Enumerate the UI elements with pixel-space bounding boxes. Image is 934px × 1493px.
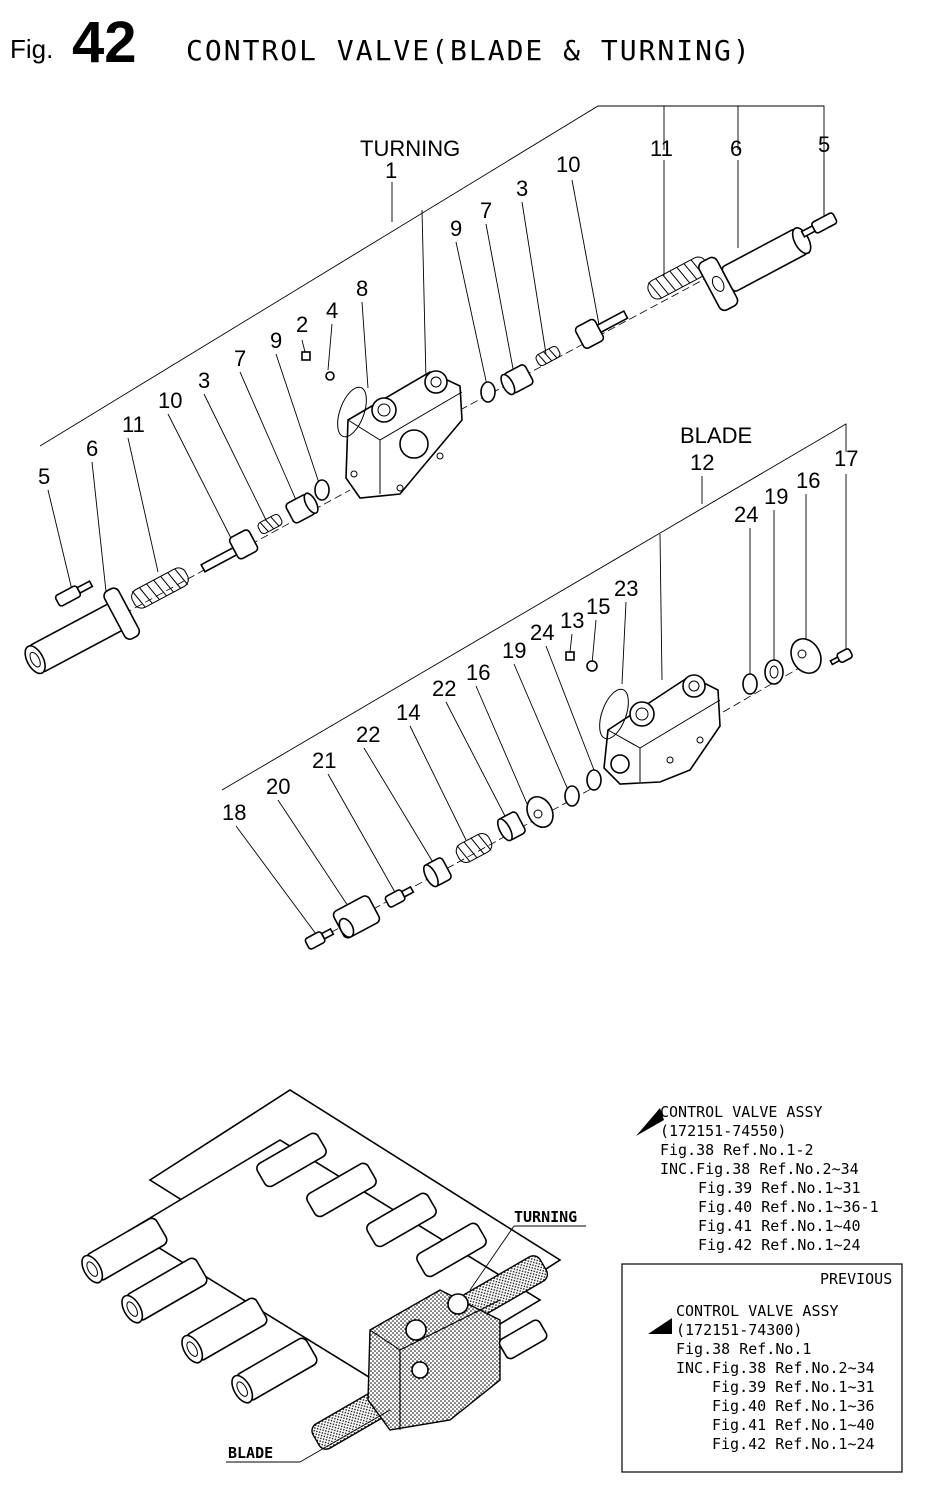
callout: 15 [586, 594, 610, 619]
assy-part-no: (172151-74550) [660, 1122, 786, 1140]
turning-valve-housing [301, 351, 463, 499]
callout: 4 [326, 298, 338, 323]
callout: 22 [356, 722, 380, 747]
overview-illustration: TURNING BLADE [81, 1089, 586, 1463]
callout: 9 [450, 216, 462, 241]
overview-turning-label: TURNING [514, 1208, 577, 1226]
callout: 7 [480, 198, 492, 223]
fig-prefix: Fig. [10, 34, 53, 64]
assy-title: CONTROL VALVE ASSY [660, 1103, 823, 1121]
callout: 23 [614, 576, 638, 601]
callout: 13 [560, 608, 584, 633]
assy-line: INC.Fig.38 Ref.No.2~34 [676, 1359, 875, 1377]
callout: 6 [86, 436, 98, 461]
triangle-marker-icon [648, 1318, 672, 1334]
callout: 24 [734, 502, 758, 527]
assy-note-current: CONTROL VALVE ASSY (172151-74550) Fig.38… [636, 1103, 879, 1254]
callout: 19 [502, 638, 526, 663]
valve-section-highlight [367, 1289, 501, 1431]
turning-main-ref: 1 [385, 158, 397, 183]
callout: 22 [432, 676, 456, 701]
callout: 5 [818, 132, 830, 157]
blade-label: BLADE [680, 423, 752, 448]
callout: 14 [396, 700, 420, 725]
blade-main-ref: 12 [690, 450, 714, 475]
spring-icon [647, 256, 709, 300]
blade-parts-right [742, 638, 853, 695]
turning-label: TURNING [360, 136, 460, 161]
turning-section: TURNING 1 5 6 11 10 3 7 9 2 4 8 9 7 3 10… [24, 105, 838, 675]
callout: 11 [122, 412, 145, 437]
callout: 10 [556, 152, 580, 177]
triangle-marker-icon [636, 1108, 664, 1136]
assy-line: Fig.41 Ref.No.1~40 [712, 1416, 875, 1434]
callout: 3 [516, 176, 528, 201]
assy-title: CONTROL VALVE ASSY [676, 1302, 839, 1320]
fig-number: 42 [72, 10, 137, 75]
blade-section: BLADE 12 18 20 21 22 14 22 16 19 24 13 1… [221, 423, 858, 950]
callout: 6 [730, 136, 742, 161]
assy-line: Fig.38 Ref.No.1 [676, 1340, 811, 1358]
spool-cylinders [81, 1132, 487, 1404]
callout: 18 [222, 800, 246, 825]
turning-parts-left [24, 479, 330, 675]
callout: 8 [356, 276, 368, 301]
assy-line: Fig.40 Ref.No.1~36-1 [698, 1198, 879, 1216]
blade-valve-housing [599, 674, 721, 785]
callout: 19 [764, 484, 788, 509]
callout: 5 [38, 464, 50, 489]
callout: 10 [158, 388, 182, 413]
assy-line: Fig.39 Ref.No.1~31 [712, 1378, 875, 1396]
callout: 2 [296, 312, 308, 337]
assy-line: Fig.40 Ref.No.1~36 [712, 1397, 875, 1415]
assy-note-previous: PREVIOUS CONTROL VALVE ASSY (172151-7430… [621, 1263, 903, 1473]
assy-line: Fig.38 Ref.No.1-2 [660, 1141, 814, 1159]
turning-callouts: 5 6 11 10 3 7 9 2 4 8 9 7 3 10 11 6 5 [38, 132, 830, 489]
page-title: CONTROL VALVE(BLADE & TURNING) [186, 34, 752, 67]
turning-parts-right [480, 212, 838, 403]
spring-icon [131, 567, 189, 609]
spring-icon [455, 833, 493, 863]
callout: 7 [234, 346, 246, 371]
assy-line: Fig.42 Ref.No.1~24 [712, 1435, 875, 1453]
callout: 20 [266, 774, 290, 799]
callout: 17 [834, 446, 858, 471]
assy-part-no: (172151-74300) [676, 1321, 802, 1339]
callout: 16 [466, 660, 490, 685]
blade-callouts: 18 20 21 22 14 22 16 19 24 13 15 23 24 1… [222, 446, 858, 825]
callout: 21 [312, 748, 336, 773]
callout: 11 [650, 136, 673, 161]
assy-line: Fig.42 Ref.No.1~24 [698, 1236, 861, 1254]
previous-tag: PREVIOUS [820, 1270, 892, 1288]
blade-parts-left [304, 651, 602, 950]
overview-blade-label: BLADE [228, 1444, 273, 1462]
assy-line: Fig.41 Ref.No.1~40 [698, 1217, 861, 1235]
callout: 24 [530, 620, 554, 645]
assy-line: INC.Fig.38 Ref.No.2~34 [660, 1160, 859, 1178]
callout: 3 [198, 368, 210, 393]
assy-line: Fig.39 Ref.No.1~31 [698, 1179, 861, 1197]
callout: 16 [796, 468, 820, 493]
callout: 9 [270, 328, 282, 353]
